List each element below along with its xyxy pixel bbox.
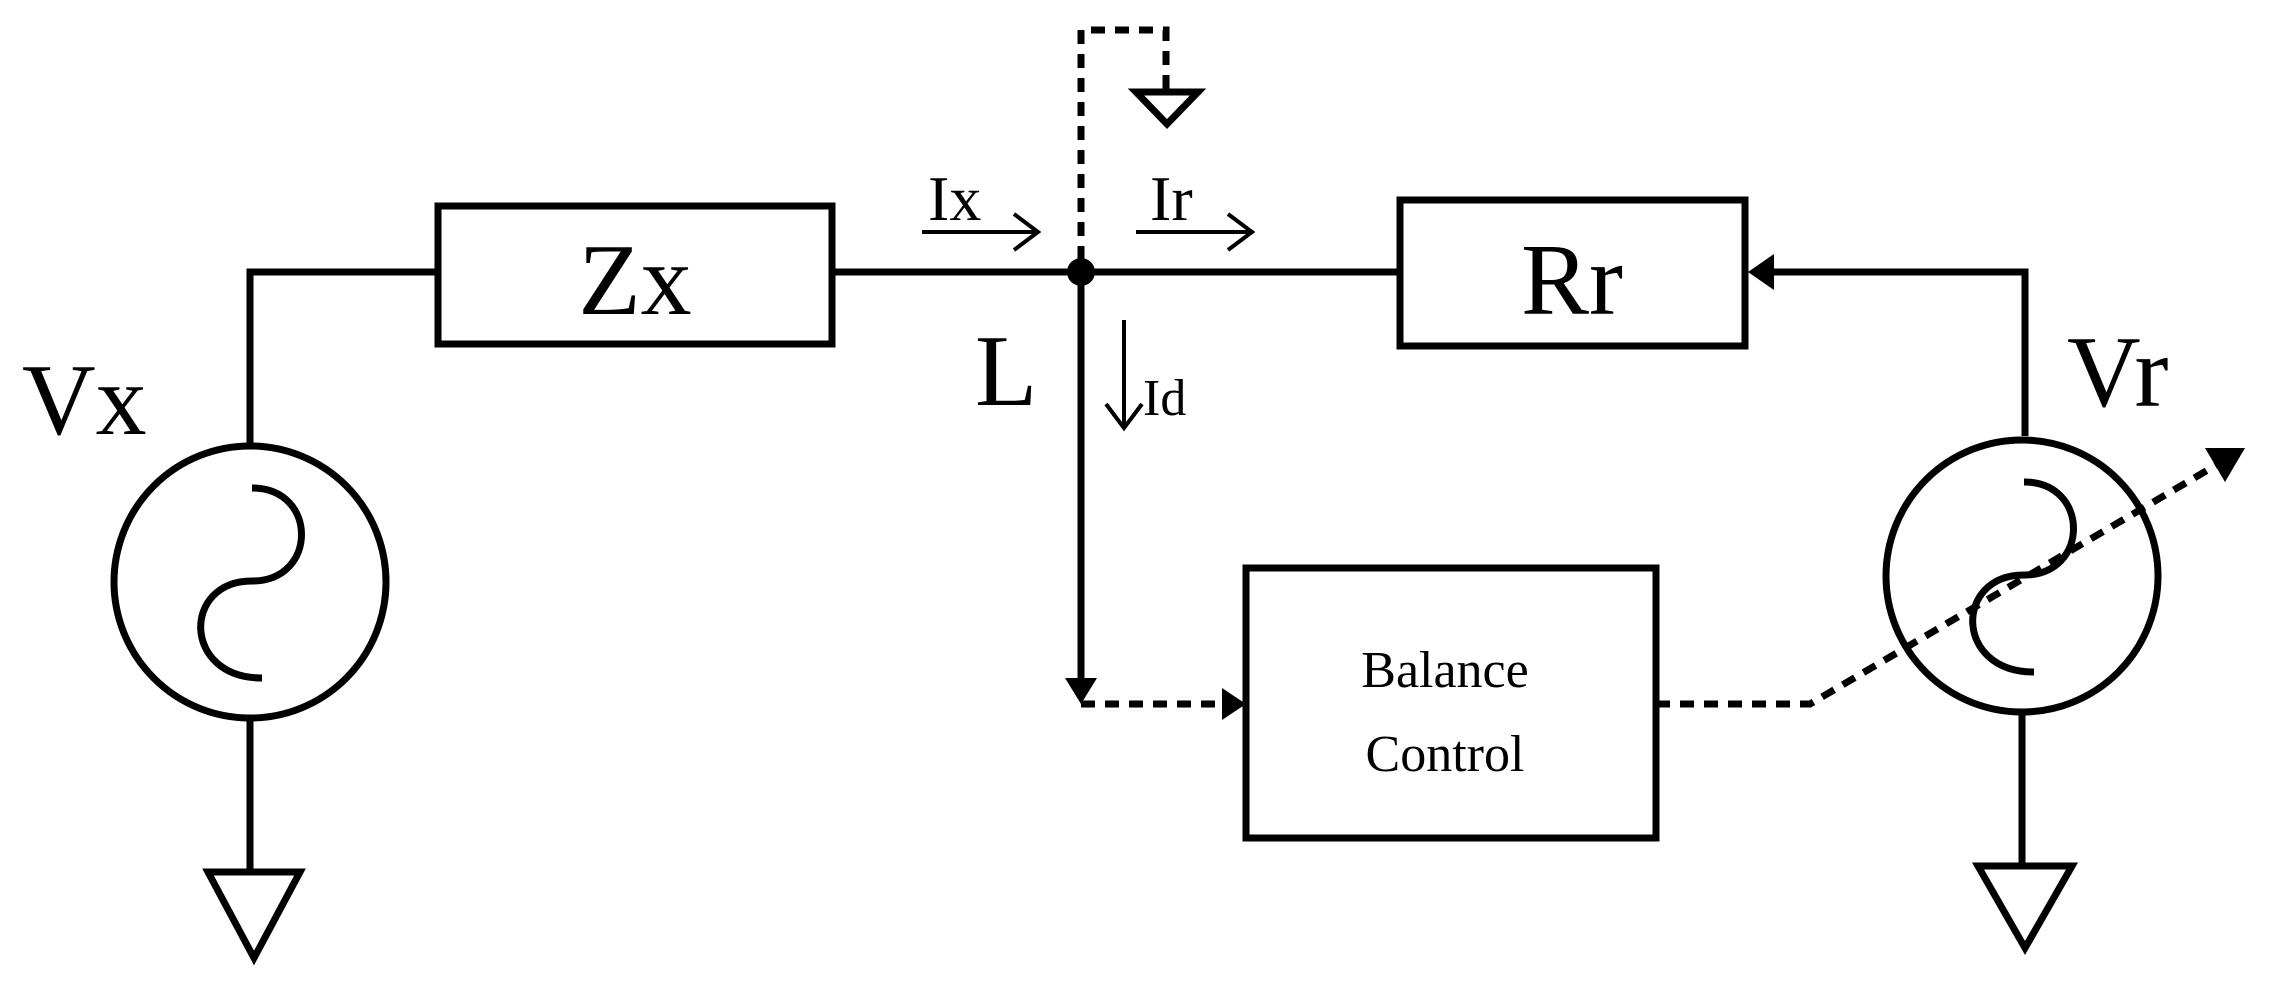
vr-label: Vr (2067, 316, 2169, 429)
id-label: Id (1143, 370, 1186, 427)
ir-arrow (1136, 212, 1256, 252)
ix-label: Ix (928, 163, 981, 234)
wire-vr-to-rr (1768, 268, 2029, 436)
detector-arrowhead (1065, 678, 1097, 704)
vx-sine-icon (197, 484, 305, 682)
balance-control-box (1242, 564, 1660, 842)
vr-adjust-arrowhead (2205, 448, 2245, 482)
ground-left-icon (202, 868, 306, 966)
vx-label: Vx (22, 344, 147, 457)
control-input-arrowhead (1222, 688, 1246, 720)
dashed-control-to-vr (1656, 460, 2220, 708)
node-l-label: L (975, 315, 1037, 428)
wire-vx-to-zx (246, 268, 438, 447)
rr-resistor-box (1396, 196, 1749, 350)
zx-label: Zx (578, 224, 691, 337)
balance-control-line1: Balance (1361, 642, 1528, 699)
rr-label: Rr (1521, 224, 1623, 337)
id-arrow (1104, 320, 1144, 432)
dashed-ground-tap (1077, 26, 1170, 260)
ir-label: Ir (1150, 163, 1193, 234)
ground-right-icon (1971, 862, 2079, 956)
vr-sine-icon (1969, 478, 2077, 676)
balance-control-line2: Control (1366, 726, 1525, 783)
zx-impedance-box (434, 202, 836, 348)
ix-arrow (922, 212, 1042, 252)
rr-input-arrowhead (1748, 254, 1774, 290)
ground-top-icon (1127, 88, 1207, 130)
